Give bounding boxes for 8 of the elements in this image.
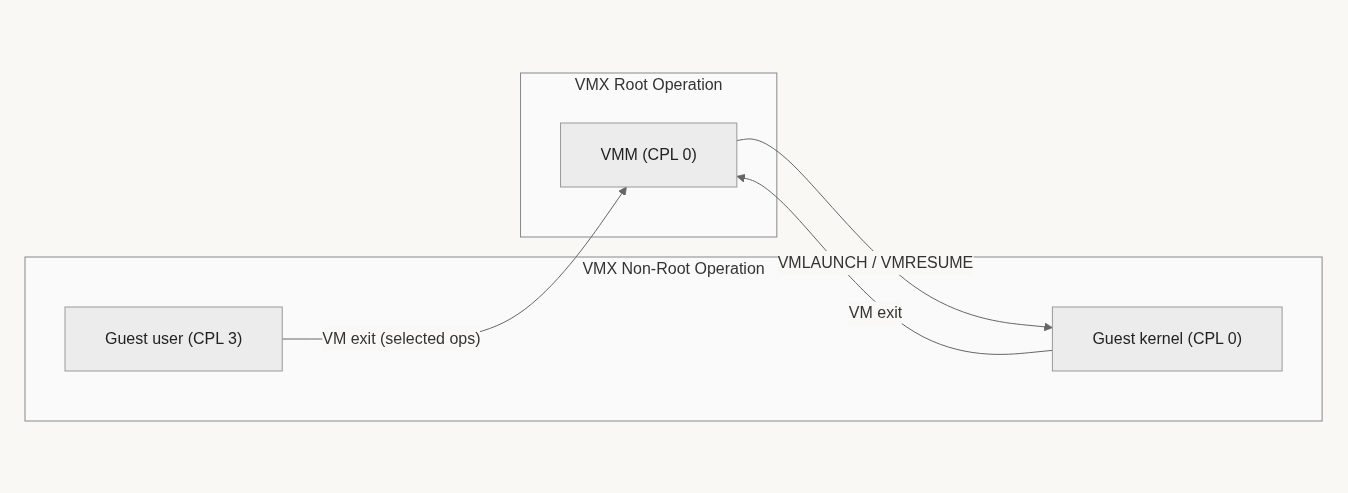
edge-label: VMLAUNCH / VMRESUME	[778, 253, 974, 271]
arrow	[736, 137, 1054, 331]
node-box: Guest user (CPL 3)	[64, 306, 284, 371]
node-box: Guest kernel (CPL 0)	[1052, 306, 1284, 371]
arrow	[736, 173, 1054, 355]
node-box: VMM (CPL 0)	[560, 122, 738, 187]
edge-label: VM exit	[849, 303, 903, 321]
edge-label: VM exit (selected ops)	[322, 329, 481, 347]
